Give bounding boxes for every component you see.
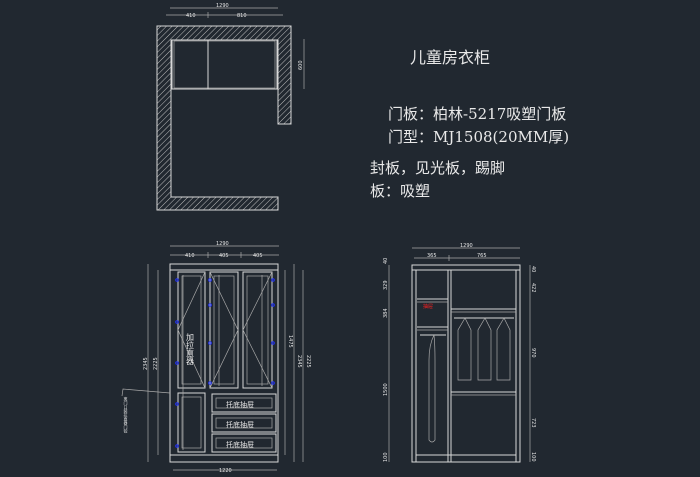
- drawing-title: 儿童房衣柜: [410, 48, 491, 67]
- dim-side-l-100: 100: [383, 452, 389, 462]
- dim-side-765: 765: [477, 253, 487, 259]
- front-elevation: 1290 410 405 405 托底抽屉 托底抽屉 托底抽屉 加拉直器: [121, 241, 311, 474]
- dim-side-365: 365: [427, 253, 437, 259]
- dim-front-left-2225: 2225: [153, 357, 159, 370]
- dim-plan-overall: 1290: [216, 3, 229, 9]
- dim-front-left-2345: 2345: [143, 357, 149, 370]
- door-label: 加拉直器: [186, 332, 195, 366]
- dim-side-r-40: 40: [530, 266, 536, 272]
- dim-side-l-384: 384: [383, 308, 389, 318]
- drawer-2: [211, 413, 277, 433]
- dim-front-405b: 405: [253, 253, 263, 259]
- dim-front-410: 410: [185, 253, 195, 259]
- dim-side-overall: 1290: [460, 243, 473, 249]
- note-boards-1: 封板，见光板，踢脚: [370, 159, 506, 177]
- room-wall: [156, 25, 292, 211]
- dim-side-r-422: 422: [530, 283, 536, 293]
- drawer-1: [211, 393, 277, 413]
- dim-side-r-100: 100: [530, 452, 536, 462]
- dim-side-l-40: 40: [383, 258, 389, 264]
- dim-side-r-970: 970: [530, 348, 536, 358]
- door-left-lower: [177, 392, 206, 453]
- drawer-label-2: 托底抽屉: [226, 420, 254, 429]
- dim-plan-810: 810: [237, 13, 247, 19]
- red-label: 抽屉: [423, 303, 433, 310]
- side-note: 离门口装拉直器门铰: [124, 396, 129, 434]
- dim-plan-depth: 600: [298, 60, 304, 70]
- interior-elevation: 1290 365 765 抽屉 40 329 384 1500 100: [383, 243, 536, 463]
- wardrobe-front: [169, 263, 279, 463]
- garment-icons: [428, 317, 511, 443]
- dim-front-right-2345: 2345: [296, 355, 302, 368]
- dim-front-405a: 405: [219, 253, 229, 259]
- drawer-label-3: 托底抽屉: [226, 440, 254, 449]
- plan-view: 1290 410 810 600: [156, 3, 305, 211]
- note-door-type: 门型：MJ1508(20MM厚): [388, 128, 570, 146]
- dim-plan-410: 410: [186, 13, 196, 19]
- dim-front-right-2225: 2225: [305, 355, 311, 368]
- wardrobe-interior: [411, 264, 521, 463]
- dim-side-r-723: 723: [530, 418, 536, 428]
- dim-front-right-1475: 1475: [287, 335, 293, 348]
- dim-side-l-329: 329: [383, 280, 389, 290]
- drawer-label-1: 托底抽屉: [226, 400, 254, 409]
- door-right: [242, 271, 273, 389]
- dim-front-bottom: 1220: [219, 468, 232, 474]
- hinge-markers: [175, 278, 275, 448]
- wardrobe-plan: [171, 39, 278, 90]
- drawer-3: [211, 433, 277, 453]
- dim-front-overall: 1290: [216, 241, 229, 247]
- note-boards-2: 板：吸塑: [370, 182, 431, 200]
- note-door-panel: 门板：柏林-5217吸塑门板: [388, 105, 567, 123]
- dim-side-l-1500: 1500: [383, 383, 389, 396]
